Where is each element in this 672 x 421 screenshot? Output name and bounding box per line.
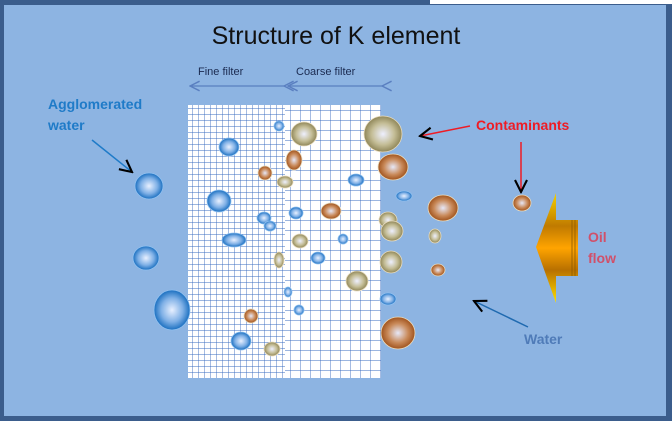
contaminant-particle [285,149,303,171]
contaminant-particle [512,194,532,212]
particle [263,341,281,357]
water-arrow [474,301,529,328]
water-droplet [347,173,365,187]
oil-flow-arrow-icon [536,193,578,303]
water-droplet [218,137,240,157]
contaminants-label: Contaminants [476,117,570,133]
particle [290,121,318,147]
contaminant-particle [243,308,259,324]
particle [379,250,403,274]
water-droplet [263,220,277,232]
particle [345,270,369,292]
oil-flow-label-line2: flow [588,250,616,266]
water-droplet [273,120,285,132]
particle [291,233,309,249]
particle [380,220,404,242]
water-droplet [153,289,191,331]
contaminant-particle [257,165,273,181]
particle [273,251,285,269]
particle [428,228,442,244]
diagram-title: Structure of K element [211,22,461,50]
water-droplet [293,304,305,316]
droplets [132,115,532,357]
coarse-filter-label: Coarse filter [296,66,356,78]
agglomerated-water-arrow [91,139,132,172]
water-droplet [337,233,349,245]
water-droplet [256,211,272,225]
contaminant-particle [427,194,459,222]
water-droplet [379,292,397,306]
contaminant-particle [380,316,416,350]
water-droplet [206,189,232,213]
contaminant-particle [377,153,409,181]
agglomerated-water-label-line1: Agglomerated [48,96,143,112]
top-strip [430,0,672,4]
water-droplet [395,190,413,202]
water-droplet [283,286,293,298]
particle [363,115,403,153]
water-label: Water [524,331,563,347]
water-droplet [134,172,164,200]
oil-arrow-stripes [571,220,576,276]
fine-filter-label: Fine filter [198,66,244,78]
water-droplet [132,245,160,271]
water-droplet [310,251,326,265]
contaminant-particle [320,202,342,220]
contaminant-particle [430,263,446,277]
particle [276,175,294,189]
water-droplet [221,232,247,248]
contaminants-arrow-left [420,125,471,136]
agglomerated-water-label-line2: water [48,117,85,133]
oil-flow-label-line1: Oil [588,229,607,245]
water-droplet [288,206,304,220]
water-droplet [230,331,252,351]
